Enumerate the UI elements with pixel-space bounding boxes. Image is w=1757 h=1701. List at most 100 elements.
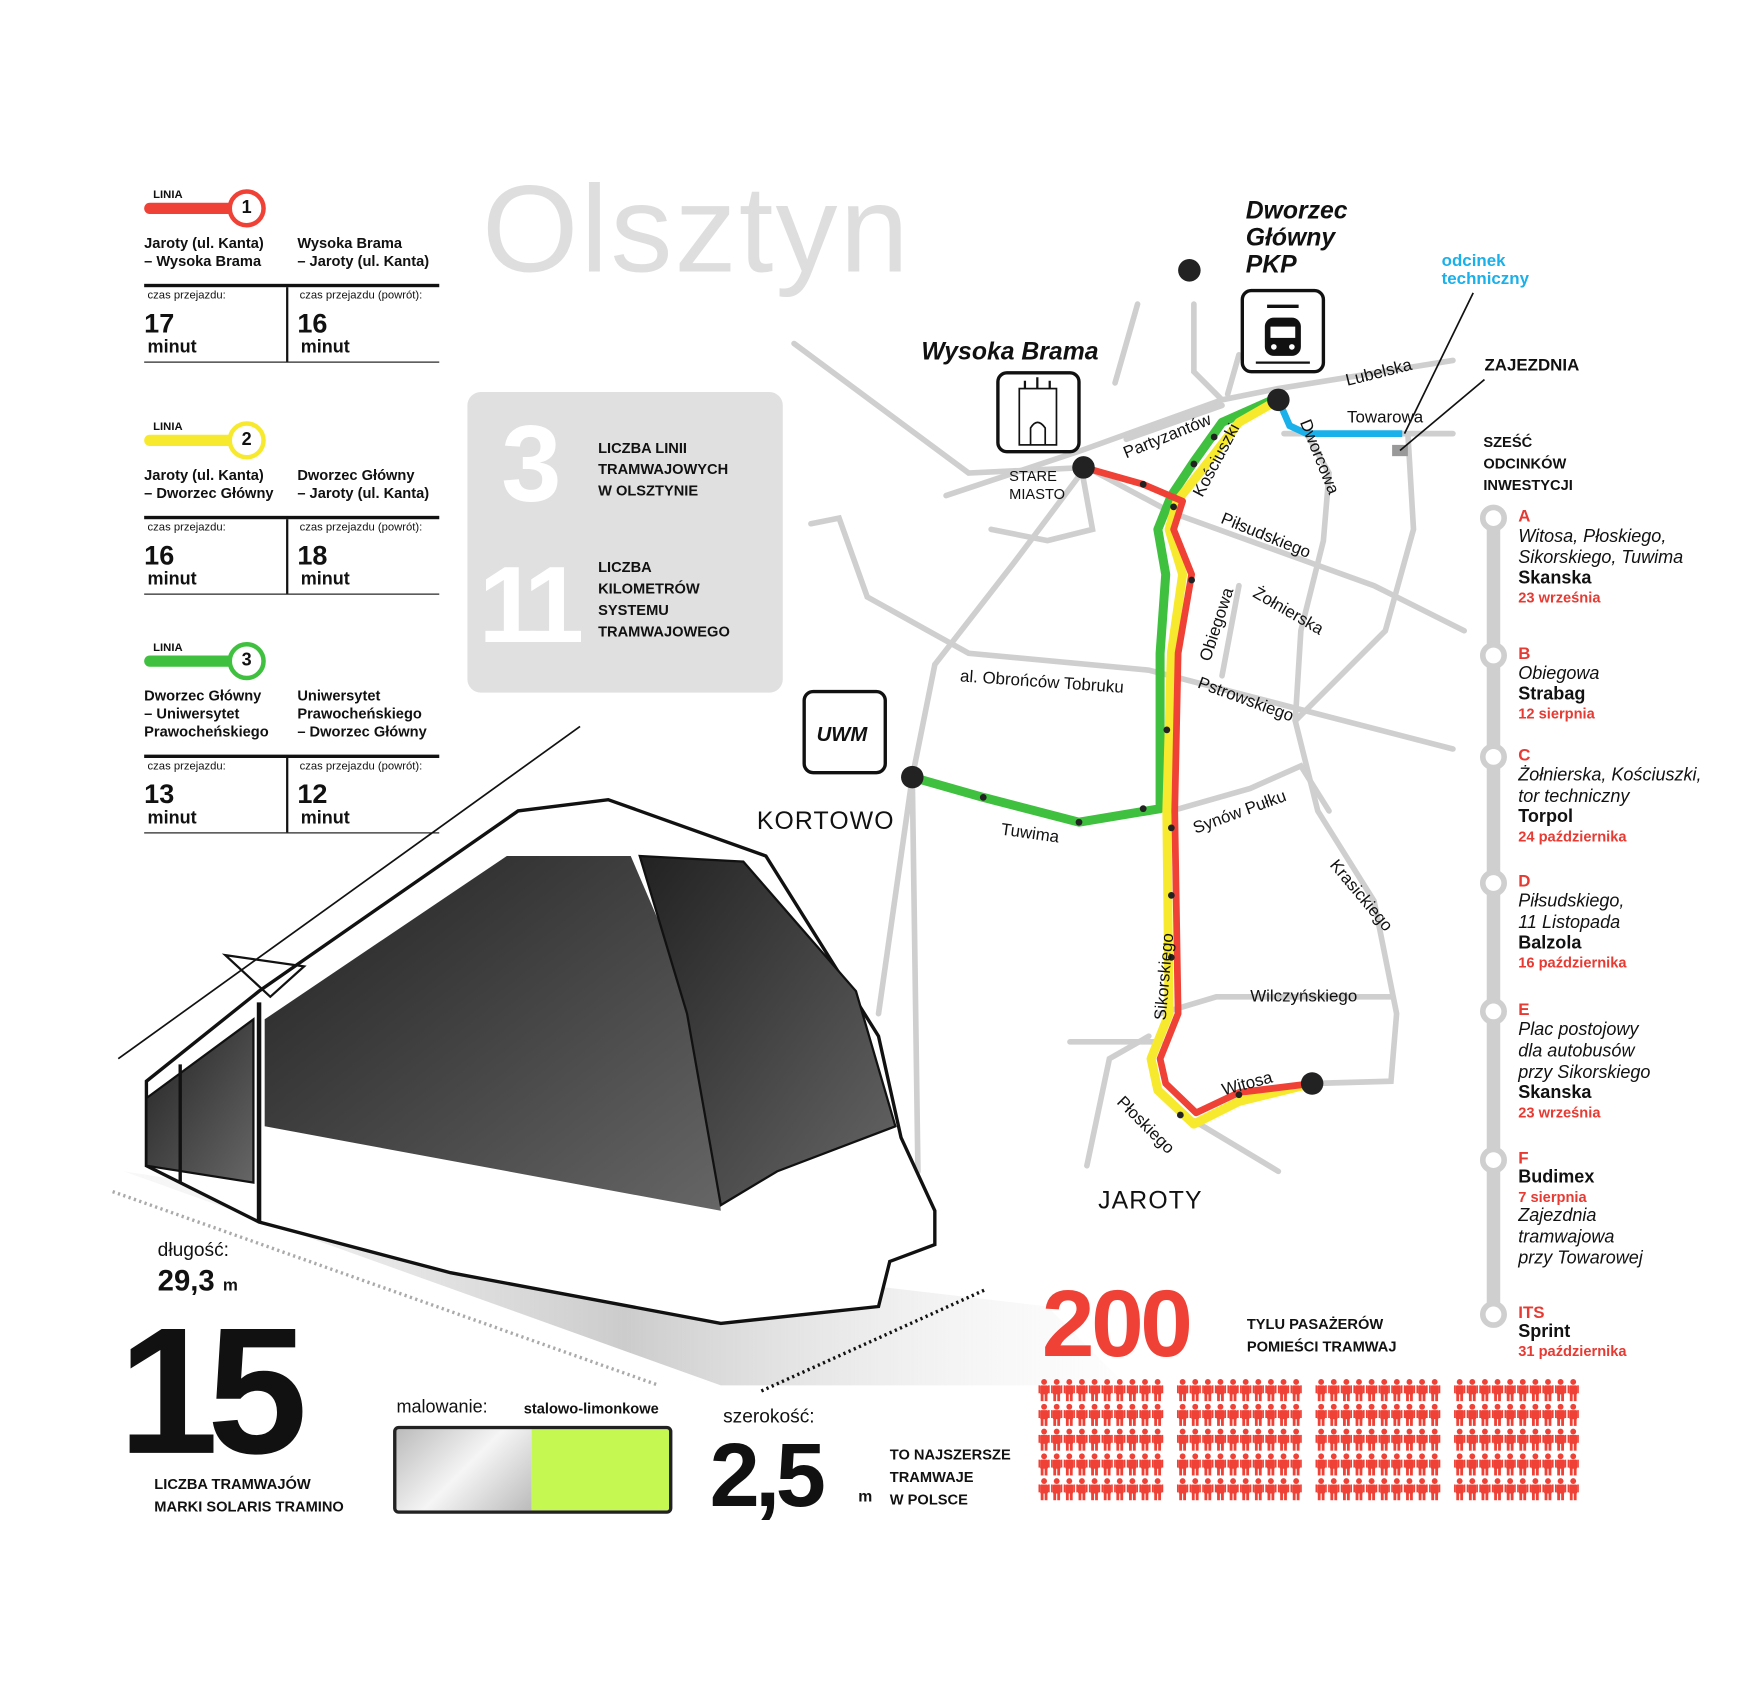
passenger-icon: [1139, 1403, 1151, 1426]
tram-count: 15: [118, 1289, 307, 1492]
passenger-icon: [1189, 1379, 1201, 1402]
uwm-box: [802, 689, 887, 775]
passenger-icon: [1252, 1478, 1264, 1501]
passenger-icon: [1126, 1478, 1139, 1501]
passenger-icon: [1554, 1453, 1567, 1476]
time-value: 16: [144, 540, 175, 572]
passenger-icon: [1063, 1379, 1075, 1402]
passenger-icon: [1491, 1403, 1504, 1426]
passenger-icon: [1391, 1428, 1403, 1451]
width-unit: m: [858, 1486, 873, 1505]
line-color-bar: [144, 434, 235, 447]
passenger-icon: [1227, 1453, 1239, 1476]
passenger-icon: [1328, 1428, 1340, 1451]
passenger-icon: [1151, 1478, 1164, 1501]
passenger-icon: [1151, 1428, 1164, 1451]
passenger-icon: [1328, 1403, 1340, 1426]
passenger-icon: [1265, 1453, 1277, 1476]
passenger-icon: [1051, 1428, 1063, 1451]
technical-route: [1275, 398, 1403, 438]
passenger-icon: [1466, 1453, 1478, 1476]
passenger-icon: [1126, 1453, 1139, 1476]
passenger-icon: [1151, 1453, 1164, 1476]
passenger-icon: [1277, 1403, 1290, 1426]
passenger-icon: [1416, 1379, 1428, 1402]
passenger-icon: [1504, 1403, 1516, 1426]
passenger-icon: [1504, 1478, 1516, 1501]
paint-swatch: [393, 1425, 673, 1514]
passenger-icon: [1139, 1453, 1151, 1476]
passenger-icon: [1114, 1478, 1126, 1501]
passenger-icon: [1454, 1379, 1466, 1402]
passenger-icon: [1240, 1453, 1252, 1476]
passenger-icon: [1202, 1379, 1214, 1402]
passenger-icon: [1466, 1403, 1478, 1426]
place-wysoka-brama: Wysoka Brama: [921, 336, 1099, 365]
stops: [901, 259, 1324, 1119]
passenger-icon: [1567, 1428, 1579, 1451]
passenger-icon: [1403, 1379, 1416, 1402]
passenger-icon: [1214, 1379, 1227, 1402]
passenger-icon: [1315, 1379, 1327, 1402]
timeline-node: [1479, 869, 1507, 897]
time-unit: minut: [147, 337, 197, 358]
passenger-icon: [1076, 1379, 1088, 1402]
passenger-icon: [1416, 1478, 1428, 1501]
passenger-icon: [1403, 1428, 1416, 1451]
passenger-icon: [1567, 1478, 1579, 1501]
line-color-bar: [144, 655, 235, 667]
passenger-icon: [1202, 1403, 1214, 1426]
passenger-icon: [1114, 1428, 1126, 1451]
passenger-icon: [1063, 1478, 1075, 1501]
passenger-icon: [1504, 1379, 1516, 1402]
passenger-icon: [1403, 1478, 1416, 1501]
passenger-icon: [1504, 1428, 1516, 1451]
paint-value: stalowo-limonkowe: [523, 1399, 659, 1417]
passenger-icon: [1227, 1478, 1239, 1501]
passenger-icon: [1277, 1453, 1290, 1476]
time-table: czas przejazdu: czas przejazdu (powrót):…: [144, 283, 440, 363]
time-back-label: czas przejazdu (powrót):: [299, 760, 423, 773]
passenger-icon: [1214, 1478, 1227, 1501]
passenger-icon: [1328, 1453, 1340, 1476]
passenger-icon: [1088, 1428, 1101, 1451]
passenger-icon: [1290, 1403, 1302, 1426]
passenger-icon: [1554, 1379, 1567, 1402]
time-value: 13: [144, 779, 175, 810]
passenger-icon: [1479, 1379, 1491, 1402]
passenger-icon: [1429, 1428, 1441, 1451]
passenger-icon: [1227, 1379, 1239, 1402]
passenger-icon: [1340, 1379, 1353, 1402]
line-color-bar: [144, 202, 235, 214]
passenger-icon: [1466, 1478, 1478, 1501]
passenger-icon: [1063, 1428, 1075, 1451]
passenger-icon: [1340, 1453, 1353, 1476]
passenger-icon: [1151, 1403, 1164, 1426]
passenger-icon: [1365, 1403, 1378, 1426]
passenger-icon: [1479, 1478, 1491, 1501]
place-uwm: UWM: [816, 723, 868, 746]
passenger-icon: [1542, 1403, 1554, 1426]
route-there: Jaroty (ul. Kanta)– Dworzec Główny: [144, 466, 274, 502]
passenger-icon: [1529, 1403, 1542, 1426]
passenger-icon: [1429, 1453, 1441, 1476]
passenger-icon: [1265, 1379, 1277, 1402]
timeline-node: [1479, 1300, 1507, 1328]
passenger-count: 200: [1041, 1270, 1193, 1377]
passenger-icon: [1353, 1428, 1365, 1451]
passenger-icon: [1466, 1379, 1478, 1402]
passenger-icon: [1101, 1379, 1113, 1402]
passenger-icon: [1252, 1379, 1264, 1402]
passenger-icon: [1076, 1478, 1088, 1501]
